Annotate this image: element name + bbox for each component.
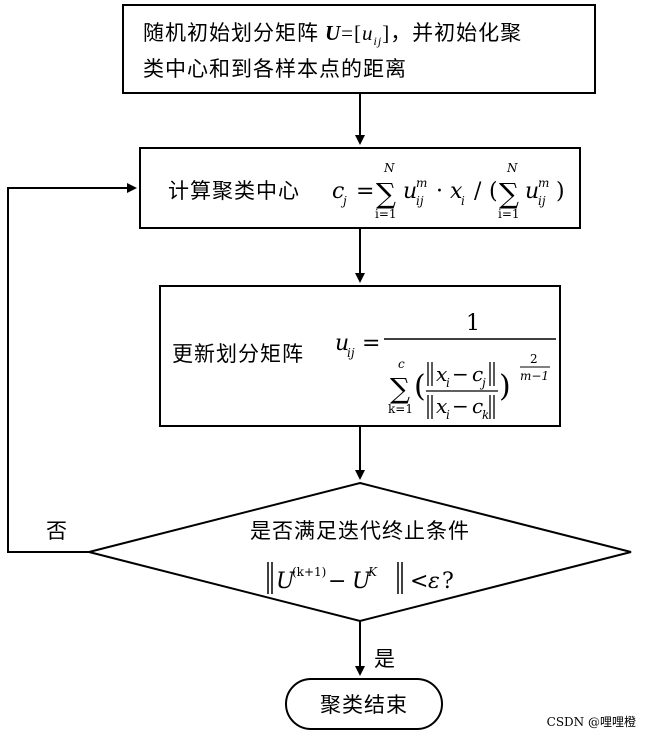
svg-text:∑: ∑ [390,372,410,405]
svg-text:(: ( [489,179,498,204]
svg-text:): ) [499,369,511,404]
svg-text:−: − [452,362,469,386]
end-label: 聚类结束 [320,693,408,717]
svg-text:∑: ∑ [376,177,396,210]
init-box [122,4,596,94]
no-edge: 否 [7,183,137,553]
svg-text:<: < [410,569,428,594]
svg-text:?: ? [442,569,454,594]
svg-text:u: u [403,179,417,204]
end-terminal [285,678,443,730]
svg-text:=: = [356,179,374,204]
svg-text:−: − [452,394,469,418]
condition-line1: 是否满足迭代终止条件 [250,519,470,543]
no-label: 否 [46,519,67,543]
update-matrix-label: 更新划分矩阵 [172,342,304,366]
end-step: 聚类结束 [285,678,443,730]
yes-edge: 是 [355,621,395,676]
svg-text:k=1: k=1 [388,402,413,416]
svg-text:c: c [332,179,344,204]
svg-text:u: u [525,179,539,204]
svg-text:i=1: i=1 [375,207,397,221]
svg-text:U: U [352,569,372,594]
compute-centers-label: 计算聚类中心 [168,179,300,203]
svg-text:ij: ij [347,346,355,360]
watermark: CSDN @哩哩橙 [547,714,636,729]
svg-text:(: ( [414,369,426,404]
svg-text:k: k [482,408,489,422]
svg-text:/: / [474,179,482,204]
svg-text:(k+1): (k+1) [292,565,326,579]
svg-text:i: i [446,408,450,422]
condition-diamond [88,481,632,623]
update-matrix-step: 更新划分矩阵 u ij = 1 c ∑ k=1 ( x i − c j x i [159,285,561,427]
svg-text:ij: ij [538,194,546,208]
svg-text:−: − [328,569,346,594]
svg-text:x: x [450,179,463,204]
svg-text:K: K [367,565,378,579]
svg-text:c: c [472,394,483,418]
svg-text:2: 2 [530,352,538,366]
svg-text:ε: ε [428,569,440,594]
no-loop-line [7,183,137,553]
svg-text:m−1: m−1 [520,369,549,383]
condition-formula: U (k+1) − U K < ε ? [267,562,454,594]
svg-text:N: N [383,161,395,175]
init-line2: 类中心和到各样本点的距离 [143,57,407,81]
svg-text:x: x [436,394,447,418]
svg-text:): ) [556,179,565,204]
condition-decision: 是否满足迭代终止条件 U (k+1) − U K < ε ? [88,481,632,623]
compute-centers-formula: c j = N ∑ i=1 u m ij · x i / ( N ∑ i=1 u… [332,161,565,221]
svg-text:c: c [472,362,483,386]
yes-label: 是 [374,647,395,671]
compute-centers-step: 计算聚类中心 c j = N ∑ i=1 u m ij · x i / ( N … [139,147,581,229]
svg-text:i=1: i=1 [498,207,520,221]
svg-text:c: c [398,357,405,371]
svg-text:j: j [340,194,347,208]
svg-text:m: m [416,176,427,190]
svg-text:i: i [461,194,465,208]
svg-text:x: x [436,362,447,386]
svg-text:1: 1 [466,311,480,336]
svg-text:=: = [362,331,380,356]
update-matrix-formula: u ij = 1 c ∑ k=1 ( x i − c j x i − c [335,311,556,422]
svg-text:N: N [506,161,518,175]
svg-text:∑: ∑ [499,177,519,210]
svg-text:·: · [436,179,443,204]
svg-text:U: U [276,569,296,594]
svg-text:j: j [479,376,486,390]
svg-text:ij: ij [416,194,424,208]
compute-centers-box [139,147,581,229]
svg-text:i: i [446,376,450,390]
svg-text:m: m [538,176,549,190]
svg-text:u: u [335,331,349,356]
